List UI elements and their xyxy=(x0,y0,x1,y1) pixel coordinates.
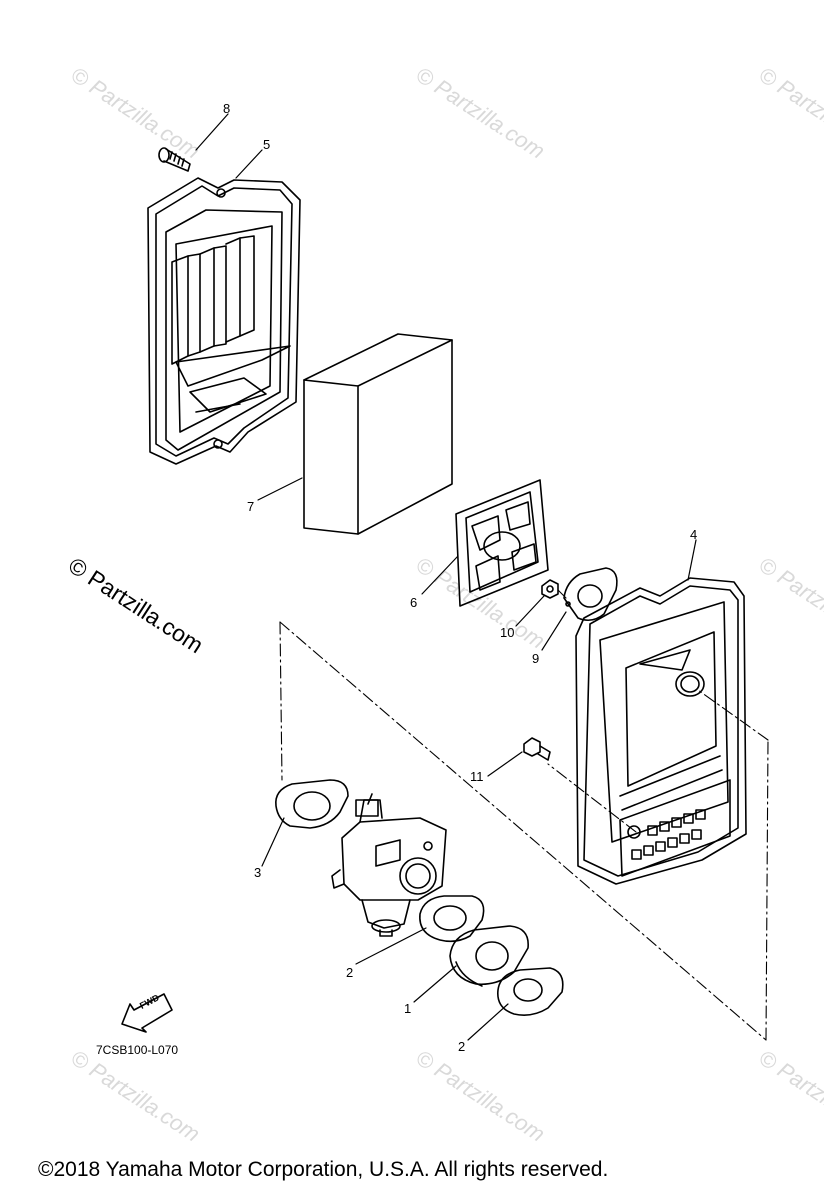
callout-1: 1 xyxy=(404,1001,412,1016)
air-filter-element xyxy=(303,333,453,535)
carburetor xyxy=(331,793,447,937)
gasket-part-2-upper xyxy=(419,895,485,943)
callout-2-lower: 2 xyxy=(458,1039,466,1054)
bolt-part xyxy=(523,737,551,761)
air-cleaner-cover xyxy=(147,177,301,465)
air-cleaner-case xyxy=(575,577,747,885)
callout-3: 3 xyxy=(254,865,262,880)
diagram-code: 7CSB100-L070 xyxy=(96,1043,179,1057)
callout-2-upper: 2 xyxy=(346,965,354,980)
callout-10: 10 xyxy=(500,625,515,640)
callout-6: 6 xyxy=(410,595,418,610)
screw-part xyxy=(158,147,191,172)
gasket-part-3 xyxy=(275,779,349,829)
callout-8: 8 xyxy=(223,101,231,116)
nut-part xyxy=(541,579,559,599)
fwd-arrow-icon xyxy=(121,993,173,1033)
filter-screen-gasket xyxy=(455,479,549,607)
assembly-lines xyxy=(279,589,769,1041)
copyright-notice: ©2018 Yamaha Motor Corporation, U.S.A. A… xyxy=(38,1158,609,1181)
callout-5: 5 xyxy=(263,137,271,152)
leader-lines xyxy=(195,113,697,1041)
callout-11: 11 xyxy=(470,769,484,784)
gasket-part-2-lower xyxy=(497,967,564,1016)
callout-7: 7 xyxy=(247,499,255,514)
gasket-part-9 xyxy=(563,567,618,622)
callout-4: 4 xyxy=(690,527,698,542)
insulator-part xyxy=(449,925,529,987)
callout-9: 9 xyxy=(532,651,540,666)
